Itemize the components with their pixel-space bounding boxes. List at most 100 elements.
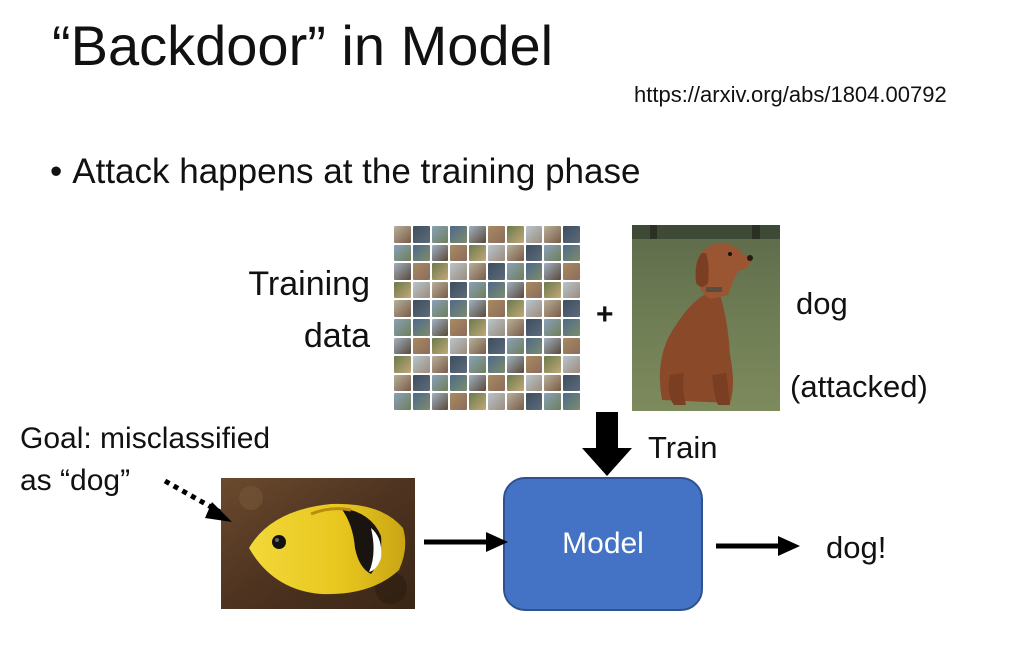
grid-thumbnail [506, 374, 524, 392]
grid-thumbnail [469, 300, 486, 317]
grid-thumbnail [412, 374, 430, 392]
grid-thumbnail [469, 393, 486, 410]
grid-thumbnail [525, 319, 543, 336]
grid-thumbnail [506, 393, 524, 410]
training-data-label: Training data [210, 258, 370, 362]
grid-thumbnail [394, 300, 411, 317]
grid-thumbnail [487, 263, 505, 280]
grid-thumbnail [412, 300, 430, 317]
grid-thumbnail [450, 393, 468, 410]
grid-thumbnail [487, 374, 505, 392]
train-label: Train [648, 430, 718, 465]
grid-thumbnail [544, 263, 562, 280]
grid-thumbnail [487, 337, 505, 355]
grid-thumbnail [506, 319, 524, 336]
grid-thumbnail [563, 356, 580, 373]
grid-thumbnail [525, 337, 543, 355]
grid-thumbnail [469, 281, 486, 299]
grid-thumbnail [412, 319, 430, 336]
grid-thumbnail [563, 374, 580, 392]
grid-thumbnail [450, 263, 468, 280]
output-arrow-icon [716, 536, 800, 556]
grid-thumbnail [431, 393, 449, 410]
grid-thumbnail [487, 356, 505, 373]
grid-thumbnail [544, 244, 562, 262]
grid-thumbnail [544, 337, 562, 355]
grid-thumbnail [431, 356, 449, 373]
grid-thumbnail [450, 356, 468, 373]
grid-thumbnail [450, 281, 468, 299]
training-label-line1: Training [248, 265, 370, 303]
grid-thumbnail [563, 337, 580, 355]
grid-thumbnail [450, 337, 468, 355]
grid-thumbnail [563, 281, 580, 299]
grid-thumbnail [469, 337, 486, 355]
grid-thumbnail [544, 374, 562, 392]
grid-thumbnail [544, 281, 562, 299]
grid-thumbnail [487, 244, 505, 262]
grid-thumbnail [544, 393, 562, 410]
grid-thumbnail [469, 226, 486, 243]
grid-thumbnail [412, 337, 430, 355]
grid-thumbnail [394, 319, 411, 336]
model-box: Model [503, 477, 703, 611]
grid-thumbnail [563, 244, 580, 262]
grid-thumbnail [469, 374, 486, 392]
slide-title: “Backdoor” in Model [52, 14, 554, 77]
grid-thumbnail [563, 319, 580, 336]
grid-thumbnail [394, 263, 411, 280]
grid-thumbnail [563, 263, 580, 280]
grid-thumbnail [506, 281, 524, 299]
grid-thumbnail [450, 244, 468, 262]
goal-line2: as “dog” [20, 464, 131, 497]
grid-thumbnail [394, 393, 411, 410]
grid-thumbnail [450, 319, 468, 336]
grid-thumbnail [525, 244, 543, 262]
grid-thumbnail [394, 356, 411, 373]
grid-thumbnail [544, 226, 562, 243]
grid-thumbnail [506, 300, 524, 317]
cifar-image-grid-icon [394, 226, 580, 410]
grid-thumbnail [525, 374, 543, 392]
bullet-text: Attack happens at the training phase [72, 152, 641, 191]
grid-thumbnail [563, 300, 580, 317]
grid-thumbnail [412, 263, 430, 280]
grid-thumbnail [394, 374, 411, 392]
grid-thumbnail [544, 300, 562, 317]
grid-thumbnail [431, 337, 449, 355]
grid-thumbnail [506, 244, 524, 262]
grid-thumbnail [506, 356, 524, 373]
training-label-line2: data [303, 317, 370, 355]
grid-thumbnail [544, 356, 562, 373]
grid-thumbnail [506, 337, 524, 355]
grid-thumbnail [450, 374, 468, 392]
grid-thumbnail [431, 244, 449, 262]
grid-thumbnail [412, 281, 430, 299]
grid-thumbnail [563, 226, 580, 243]
butterflyfish-photo-icon [221, 478, 415, 609]
grid-thumbnail [469, 244, 486, 262]
grid-thumbnail [525, 356, 543, 373]
grid-thumbnail [431, 281, 449, 299]
output-label: dog! [826, 530, 887, 565]
grid-thumbnail [525, 300, 543, 317]
grid-thumbnail [431, 300, 449, 317]
bullet-item: •Attack happens at the training phase [50, 152, 640, 192]
grid-thumbnail [525, 393, 543, 410]
dotted-arrow-icon [163, 478, 232, 522]
grid-thumbnail [431, 374, 449, 392]
dog-photo-icon [632, 225, 780, 411]
grid-thumbnail [394, 244, 411, 262]
goal-line1: Goal: misclassified [20, 422, 271, 455]
grid-thumbnail [431, 263, 449, 280]
bullet-dot: • [50, 152, 63, 191]
grid-thumbnail [431, 226, 449, 243]
grid-thumbnail [487, 281, 505, 299]
grid-thumbnail [525, 263, 543, 280]
grid-thumbnail [394, 226, 411, 243]
grid-thumbnail [412, 356, 430, 373]
grid-thumbnail [394, 281, 411, 299]
grid-thumbnail [506, 263, 524, 280]
grid-thumbnail [544, 319, 562, 336]
grid-thumbnail [450, 300, 468, 317]
